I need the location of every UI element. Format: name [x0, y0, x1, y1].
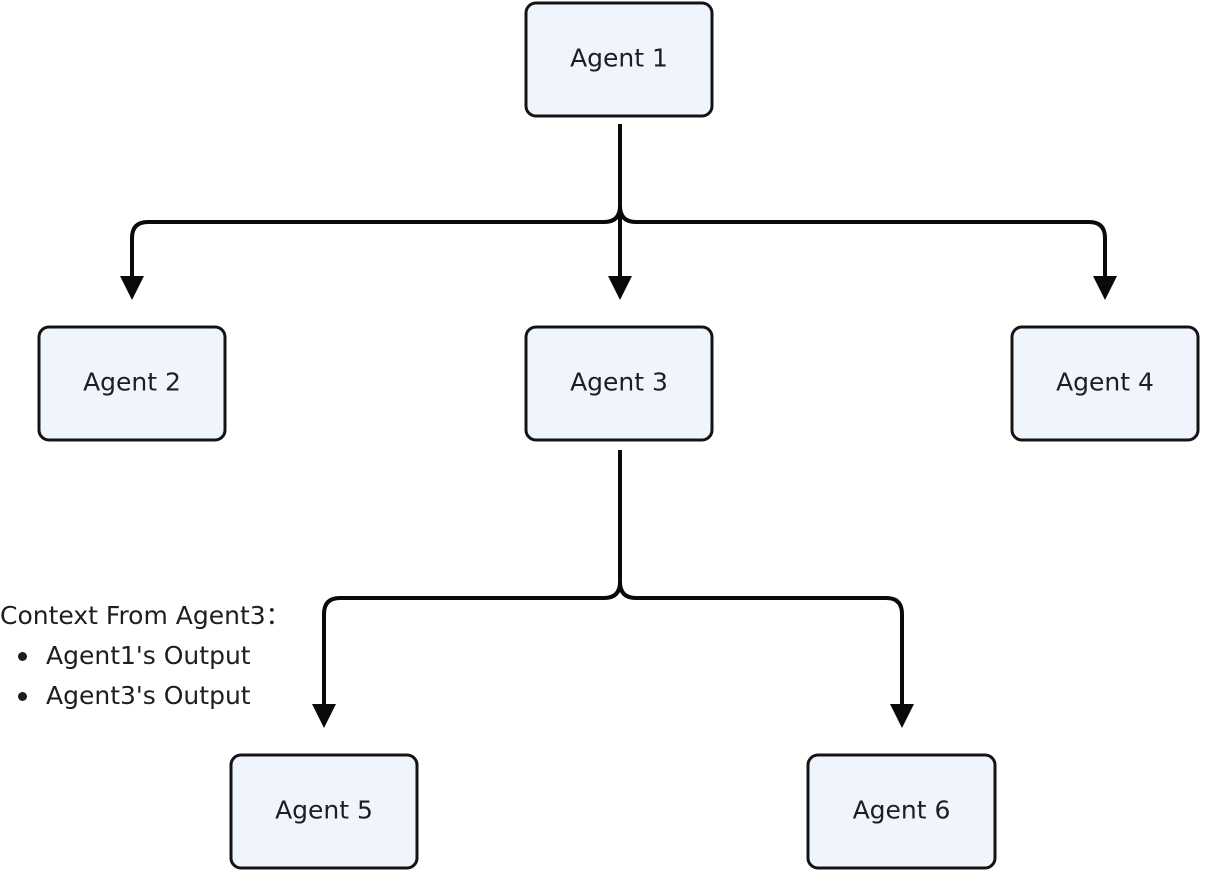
connector-agent-1-to-agent-4	[618, 124, 1117, 300]
context-note-title: Context From Agent3：	[0, 601, 291, 630]
node-agent-3[interactable]: Agent 3	[524, 325, 714, 442]
context-note: Context From Agent3： Agent1's Output Age…	[0, 596, 291, 716]
connector-agent-3-to-agent-5	[312, 450, 622, 728]
connectors	[120, 124, 1117, 728]
context-note-list: Agent1's Output Agent3's Output	[0, 636, 291, 716]
node-agent-2[interactable]: Agent 2	[37, 325, 227, 442]
context-note-item: Agent3's Output	[0, 676, 291, 716]
context-note-item: Agent1's Output	[0, 636, 291, 676]
node-agent-4-label: Agent 4	[1056, 368, 1154, 397]
node-agent-4[interactable]: Agent 4	[1010, 325, 1200, 442]
node-agent-2-label: Agent 2	[83, 368, 181, 397]
bullet-dot-icon	[18, 692, 27, 701]
node-agent-1-label: Agent 1	[570, 44, 668, 73]
node-agent-1[interactable]: Agent 1	[524, 1, 714, 118]
connector-agent-3-to-agent-6	[618, 450, 914, 728]
context-note-item-text: Agent1's Output	[46, 641, 251, 670]
connector-agent-1-to-agent-2	[120, 124, 622, 300]
node-agent-6[interactable]: Agent 6	[806, 753, 997, 870]
bullet-dot-icon	[18, 652, 27, 661]
context-note-item-text: Agent3's Output	[46, 681, 251, 710]
node-agent-5[interactable]: Agent 5	[229, 753, 419, 870]
agent-nodes: Agent 1 Agent 2 Agent 3 Agent 4 Agent 5 …	[37, 1, 1200, 870]
node-agent-3-label: Agent 3	[570, 368, 668, 397]
node-agent-6-label: Agent 6	[853, 796, 951, 825]
node-agent-5-label: Agent 5	[275, 796, 373, 825]
